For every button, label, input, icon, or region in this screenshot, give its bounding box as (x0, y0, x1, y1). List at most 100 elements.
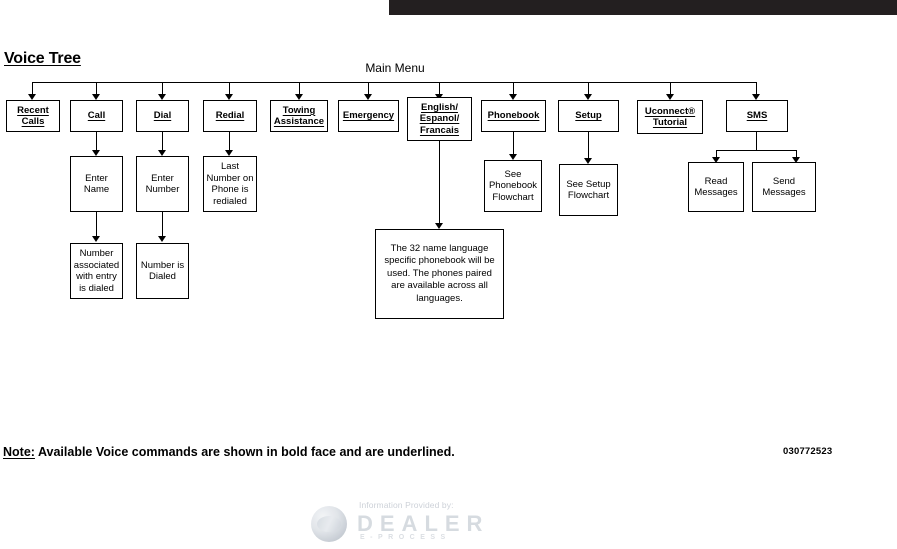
arrow-phonebook (509, 94, 517, 100)
node-towing-line1: Towing (282, 104, 316, 116)
node-sms-label: SMS (746, 110, 768, 122)
connector-call-to-enter-name (96, 132, 97, 150)
drop-uconnect-tutorial (670, 82, 671, 95)
footer-note-text: Available Voice commands are shown in bo… (34, 445, 455, 459)
arrow-read-messages (712, 157, 720, 163)
connector-enter-number-to-number-dialed (162, 212, 163, 237)
node-call-label: Call (87, 110, 106, 122)
node-language-line1: English/ (421, 101, 458, 113)
drop-setup (588, 82, 589, 95)
watermark-provided-by: Information Provided by: (359, 500, 454, 510)
node-enter-number-label: Enter Number (145, 172, 180, 196)
connector-sms-to-send (796, 150, 797, 158)
drop-emergency (368, 82, 369, 95)
node-enter-name[interactable]: Enter Name (70, 156, 123, 212)
node-emergency-label: Emergency (342, 110, 395, 122)
node-towing-line2: Assistance (273, 116, 325, 127)
watermark-subtitle: E-PROCESS (360, 534, 451, 541)
node-number-is-dialed-label: Number is Dialed (140, 259, 185, 283)
node-language-note: The 32 name language specific phonebook … (375, 229, 504, 319)
node-see-setup-flowchart[interactable]: See Setup Flowchart (559, 164, 618, 216)
arrow-redial (225, 94, 233, 100)
node-call[interactable]: Call (70, 100, 123, 132)
page-title: Voice Tree (4, 50, 81, 67)
node-language-line3: Francais (419, 124, 460, 136)
connector-sms-stem (756, 132, 757, 150)
arrow-recent-calls (28, 94, 36, 100)
node-redial-label: Redial (215, 110, 245, 122)
arrow-call (92, 94, 100, 100)
arrow-number-is-dialed (158, 236, 166, 242)
arrow-number-associated (92, 236, 100, 242)
node-uconnect-tutorial[interactable]: Uconnect®Tutorial (637, 100, 703, 134)
arrow-see-phonebook-flowchart (509, 154, 517, 160)
arrow-last-number (225, 150, 233, 156)
node-dial[interactable]: Dial (136, 100, 189, 132)
arrow-dial (158, 94, 166, 100)
node-enter-name-label: Enter Name (83, 172, 110, 196)
drop-towing-assistance (299, 82, 300, 95)
node-see-phonebook-flowchart[interactable]: See Phonebook Flowchart (484, 160, 542, 212)
node-language[interactable]: English/Espanol/Francais (407, 97, 472, 141)
node-number-is-dialed[interactable]: Number is Dialed (136, 243, 189, 299)
drop-recent-calls (32, 82, 33, 95)
node-setup-label: Setup (575, 110, 602, 122)
footer-note: Note: Available Voice commands are shown… (3, 445, 455, 459)
drop-phonebook (513, 82, 514, 95)
arrow-emergency (364, 94, 372, 100)
node-language-line2: Espanol/ (419, 113, 460, 125)
watermark: Information Provided by: DEALER E-PROCES… (311, 498, 511, 546)
node-setup[interactable]: Setup (558, 100, 619, 132)
main-bus-line (32, 82, 757, 83)
node-uconnect-line1: Uconnect® (644, 105, 696, 117)
connector-redial-to-last-number (229, 132, 230, 150)
node-see-setup-flowchart-label: See Setup Flowchart (566, 178, 611, 202)
arrow-enter-number (158, 150, 166, 156)
node-see-phonebook-flowchart-label: See Phonebook Flowchart (488, 168, 538, 203)
globe-icon (311, 506, 347, 542)
node-enter-number[interactable]: Enter Number (136, 156, 189, 212)
root-node-label: Main Menu (365, 61, 425, 75)
footer-note-lead: Note: (3, 445, 35, 459)
arrow-send-messages (792, 157, 800, 163)
page-header-bar (389, 0, 897, 15)
connector-sms-bus (716, 150, 796, 151)
node-recent-calls-line1: Recent (17, 104, 49, 116)
node-last-number-redialed-label: Last Number on Phone is redialed (206, 161, 254, 207)
node-language-note-text: The 32 name language specific phonebook … (384, 242, 495, 304)
node-uconnect-line2: Tutorial (652, 117, 688, 128)
node-sms[interactable]: SMS (726, 100, 788, 132)
node-number-associated-dialed[interactable]: Number associated with entry is dialed (70, 243, 123, 299)
node-phonebook[interactable]: Phonebook (481, 100, 546, 132)
node-read-messages[interactable]: Read Messages (688, 162, 744, 212)
drop-language (439, 82, 440, 95)
arrow-towing-assistance (295, 94, 303, 100)
connector-phonebook-to-flowchart (513, 132, 514, 154)
node-last-number-redialed[interactable]: Last Number on Phone is redialed (203, 156, 257, 212)
node-number-associated-dialed-label: Number associated with entry is dialed (73, 248, 120, 294)
arrow-language-note (435, 223, 443, 229)
drop-call (96, 82, 97, 95)
arrow-sms (752, 94, 760, 100)
node-read-messages-label: Read Messages (694, 175, 738, 199)
node-redial[interactable]: Redial (203, 100, 257, 132)
node-send-messages-label: Send Messages (762, 175, 806, 199)
connector-language-to-note (439, 141, 440, 223)
node-phonebook-label: Phonebook (487, 110, 540, 122)
connector-dial-to-enter-number (162, 132, 163, 150)
watermark-brand: DEALER (357, 511, 490, 536)
drop-redial (229, 82, 230, 95)
node-dial-label: Dial (153, 110, 172, 122)
node-send-messages[interactable]: Send Messages (752, 162, 816, 212)
node-emergency[interactable]: Emergency (338, 100, 399, 132)
connector-enter-name-to-number-associated (96, 212, 97, 237)
arrow-setup (584, 94, 592, 100)
arrow-enter-name (92, 150, 100, 156)
node-recent-calls-line2: Calls (21, 116, 45, 127)
connector-sms-to-read (716, 150, 717, 158)
drop-sms (756, 82, 757, 95)
arrow-uconnect-tutorial (666, 94, 674, 100)
